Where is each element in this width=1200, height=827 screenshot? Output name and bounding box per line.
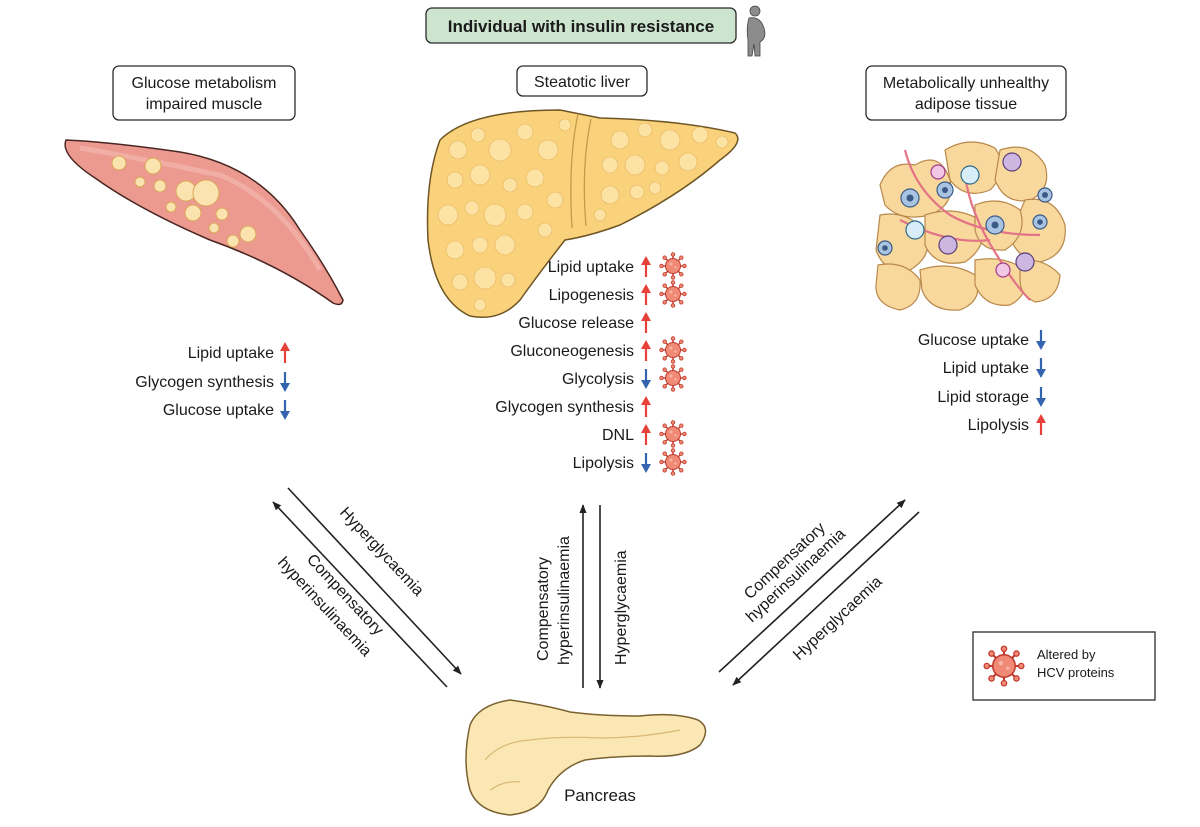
adipose-effect-label: Glucose uptake [918, 332, 1029, 349]
liver-effect-label: DNL [602, 427, 634, 444]
arrow-down-icon [641, 369, 651, 389]
liver-illustration [426, 109, 739, 318]
arrow-up-icon [641, 284, 651, 305]
muscle-label-box: Glucose metabolism impaired muscle [112, 65, 296, 121]
virus-icon [659, 280, 687, 308]
liver-effect-label: Lipid uptake [548, 259, 634, 276]
virus-icon [982, 644, 1026, 688]
muscle-effect-label: Lipid uptake [188, 345, 274, 362]
page-title: Individual with insulin resistance [448, 17, 714, 36]
arrow-up-icon [641, 396, 651, 417]
legend: Altered by HCV proteins [972, 631, 1156, 701]
liver-effects: Lipid uptake Lipogenesis Glucose release… [495, 251, 687, 476]
adipose-effect-label: Lipolysis [968, 417, 1029, 434]
adipose-pancreas-arrows: Compensatory hyperinsulinaemia Hyperglyc… [718, 499, 920, 686]
adipose-label-line2: adipose tissue [915, 96, 1017, 113]
hyperglycaemia-label: Hyperglycaemia [613, 550, 630, 665]
adipose-illustration [875, 141, 1066, 311]
arrow-down-icon [280, 372, 290, 392]
arrow-up-icon [641, 312, 651, 333]
muscle-label-line2: impaired muscle [146, 96, 263, 113]
arrow-up-icon [280, 342, 290, 363]
liver-label: Steatotic liver [534, 74, 631, 91]
muscle-pancreas-arrows: Hyperglycaemia Compensatory hyperinsulin… [272, 487, 462, 688]
hyperinsulinaemia-label: hyperinsulinaemia [556, 536, 573, 665]
pancreas-illustration: Pancreas [465, 699, 707, 816]
arrow-down-icon [1036, 387, 1046, 407]
title-box: Individual with insulin resistance [425, 7, 737, 44]
liver-effect-label: Glucose release [518, 315, 634, 332]
arrow-up-icon [641, 256, 651, 277]
liver-label-box: Steatotic liver [516, 65, 648, 97]
compensatory-label: Compensatory [535, 557, 552, 661]
adipose-effects: Glucose uptake Lipid uptake Lipid storag… [918, 330, 1046, 435]
liver-effect-label: Gluconeogenesis [510, 343, 634, 360]
liver-effect-label: Lipolysis [573, 455, 634, 472]
legend-line1: Altered by [1037, 647, 1096, 662]
arrow-down-icon [1036, 330, 1046, 350]
virus-icon [659, 364, 687, 392]
muscle-effects: Lipid uptake Glycogen synthesis Glucose … [135, 342, 290, 420]
arrow-down-icon [1036, 358, 1046, 378]
hyperglycaemia-label: Hyperglycaemia [336, 504, 427, 600]
person-icon [746, 5, 766, 57]
liver-effect-label: Glycogen synthesis [495, 399, 634, 416]
liver-effect-label: Glycolysis [562, 371, 634, 388]
legend-line2: HCV proteins [1037, 665, 1115, 680]
arrow-up-icon [641, 424, 651, 445]
arrow-up-icon [1036, 414, 1046, 435]
muscle-illustration [64, 139, 344, 306]
muscle-label-line1: Glucose metabolism [132, 75, 277, 92]
virus-icon [659, 448, 687, 476]
adipose-effect-label: Lipid uptake [943, 360, 1029, 377]
virus-icon [659, 251, 687, 280]
muscle-effect-label: Glucose uptake [163, 402, 274, 419]
arrow-down-icon [280, 400, 290, 420]
muscle-effect-label: Glycogen synthesis [135, 374, 274, 391]
arrow-down-icon [641, 453, 651, 473]
liver-pancreas-arrows: Compensatory hyperinsulinaemia Hyperglyc… [535, 504, 630, 689]
adipose-effect-label: Lipid storage [937, 389, 1029, 406]
virus-icon [659, 336, 687, 364]
arrow-up-icon [641, 340, 651, 361]
adipose-label-box: Metabolically unhealthy adipose tissue [865, 65, 1067, 121]
liver-effect-label: Lipogenesis [549, 287, 634, 304]
virus-icon [659, 420, 687, 448]
pancreas-label: Pancreas [564, 786, 636, 805]
adipose-label-line1: Metabolically unhealthy [883, 75, 1049, 92]
